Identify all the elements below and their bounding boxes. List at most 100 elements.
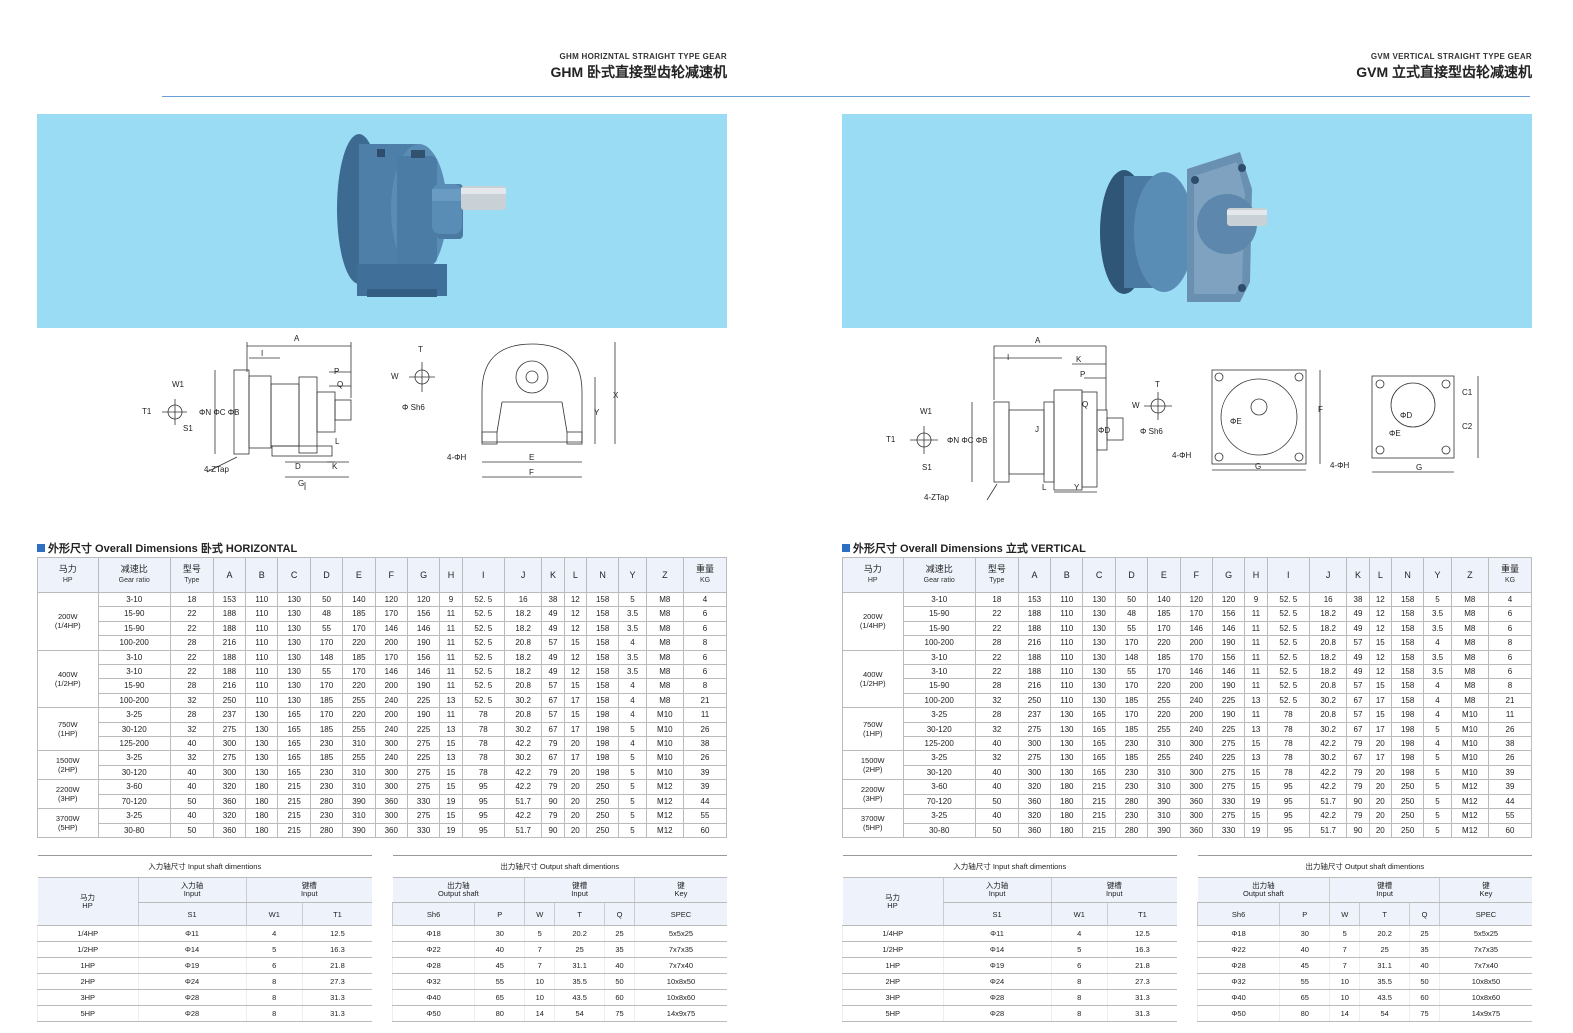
table-cell: 11 — [1244, 620, 1268, 637]
table-cell: 95 — [1266, 793, 1310, 810]
table-cell: M10 — [1450, 764, 1490, 781]
table-cell: 15 — [1244, 764, 1268, 781]
table-cell: M10 — [1450, 707, 1490, 723]
table-cell: M8 — [645, 620, 685, 637]
dim-K: K — [1076, 355, 1082, 364]
table-cell: 11 — [439, 649, 463, 666]
column-header: J — [1308, 557, 1348, 593]
table-cell: 95 — [1266, 779, 1310, 795]
table-cell: 255 — [1147, 692, 1181, 709]
table-cell: 18.2 — [503, 620, 543, 637]
table-cell: 22 — [169, 606, 214, 622]
table-cell: 110 — [245, 620, 279, 637]
column-header-label: H — [1252, 569, 1260, 580]
table-cell: 158 — [585, 591, 620, 608]
table-cell: 275 — [1211, 808, 1246, 824]
table-cell: 190 — [406, 635, 441, 651]
hp-label: (1/4HP) — [859, 621, 886, 631]
table-cell: 148 — [1114, 649, 1149, 666]
table-cell: Φ18 — [1196, 925, 1280, 942]
dim-phiE-2: ΦE — [1389, 429, 1401, 438]
table-cell: 75 — [1409, 1005, 1440, 1022]
table-cell: 360 — [374, 822, 408, 838]
table-cell: 20 — [1368, 779, 1392, 795]
column-header-label: J — [520, 569, 526, 580]
table-cell: 11 — [439, 635, 463, 651]
table-cell: 12 — [563, 620, 587, 637]
header-rule — [162, 96, 1530, 97]
table-cell: 30.2 — [1308, 750, 1348, 766]
table-cell: 3-10 — [97, 591, 171, 608]
table-cell: 40 — [1409, 957, 1440, 974]
page-horizontal: GHM HORIZNTAL STRAIGHT TYPE GEAR GHM 卧式直… — [37, 0, 737, 1033]
table-cell: 78 — [461, 750, 505, 766]
table-cell: 43.5 — [1359, 989, 1410, 1006]
table-cell: 8 — [1050, 1005, 1108, 1022]
column-header-sublabel: Gear ratio — [923, 577, 955, 584]
table-cell: 360 — [212, 793, 247, 810]
table-cell: 15-90 — [902, 678, 976, 694]
dim-phiN: ΦN ΦC ΦB — [947, 436, 987, 445]
table-cell: 3-60 — [97, 779, 171, 795]
table-cell: 7x7x35 — [633, 941, 727, 958]
table-cell: 38 — [1346, 591, 1370, 608]
table-cell: 11 — [439, 678, 463, 694]
table-cell: 165 — [277, 721, 311, 738]
table-cell: Φ19 — [942, 957, 1052, 974]
keyway-group-sublabel: Input — [1376, 889, 1393, 898]
table-cell: Φ14 — [942, 941, 1052, 958]
column-header-label: L — [572, 569, 578, 580]
table-cell: 188 — [212, 620, 247, 637]
dim-T: T — [1155, 380, 1160, 389]
table-caption-row: 入力轴尺寸 Input shaft dimentions — [37, 855, 372, 878]
table-cell: 230 — [1114, 764, 1149, 781]
table-cell: 220 — [342, 635, 376, 651]
column-header-label: K — [1354, 569, 1361, 580]
table-cell: 30 — [1279, 925, 1330, 942]
table-cell: 130 — [1082, 664, 1116, 680]
table-cell: 11 — [1244, 678, 1268, 694]
column-header: W — [1329, 902, 1360, 926]
table-cell: 18 — [974, 591, 1019, 608]
table-cell: 35 — [604, 941, 635, 958]
table-cell: 2HP — [842, 973, 944, 990]
table-cell: 100-200 — [902, 635, 976, 651]
table-caption: 出力轴尺寸 Output shaft dimentions — [392, 855, 727, 878]
table-cell: 11 — [1244, 635, 1268, 651]
table-cell: 225 — [1211, 750, 1246, 766]
table-cell: 146 — [374, 664, 408, 680]
hp-header-label: 马力 — [885, 892, 901, 902]
table-cell: 216 — [1017, 635, 1052, 651]
title-cn: GVM 立式直接型齿轮减速机 — [1356, 64, 1532, 80]
table-cell: 40 — [974, 808, 1019, 824]
column-header: H — [439, 557, 463, 593]
table-cell: 30.2 — [503, 721, 543, 738]
dim-S1: S1 — [922, 463, 932, 472]
column-header: A — [212, 557, 247, 593]
table-cell: 158 — [1390, 678, 1425, 694]
table-cell: 11 — [439, 620, 463, 637]
table-cell: 60 — [1409, 989, 1440, 1006]
table-cell: 198 — [585, 721, 620, 738]
column-header: L — [563, 557, 587, 593]
table-cell: 27.3 — [1106, 973, 1177, 990]
table-cell: 1/2HP — [842, 941, 944, 958]
table-cell: 3-10 — [97, 664, 171, 680]
table-cell: 130 — [1050, 764, 1084, 781]
table-cell: 57 — [1346, 635, 1370, 651]
column-header: N — [585, 557, 620, 593]
table-cell: 20.8 — [503, 635, 543, 651]
table-cell: 52. 5 — [461, 620, 505, 637]
table-cell: 3-25 — [902, 808, 976, 824]
table-cell: 250 — [212, 692, 247, 709]
table-cell: Φ28 — [391, 957, 475, 974]
